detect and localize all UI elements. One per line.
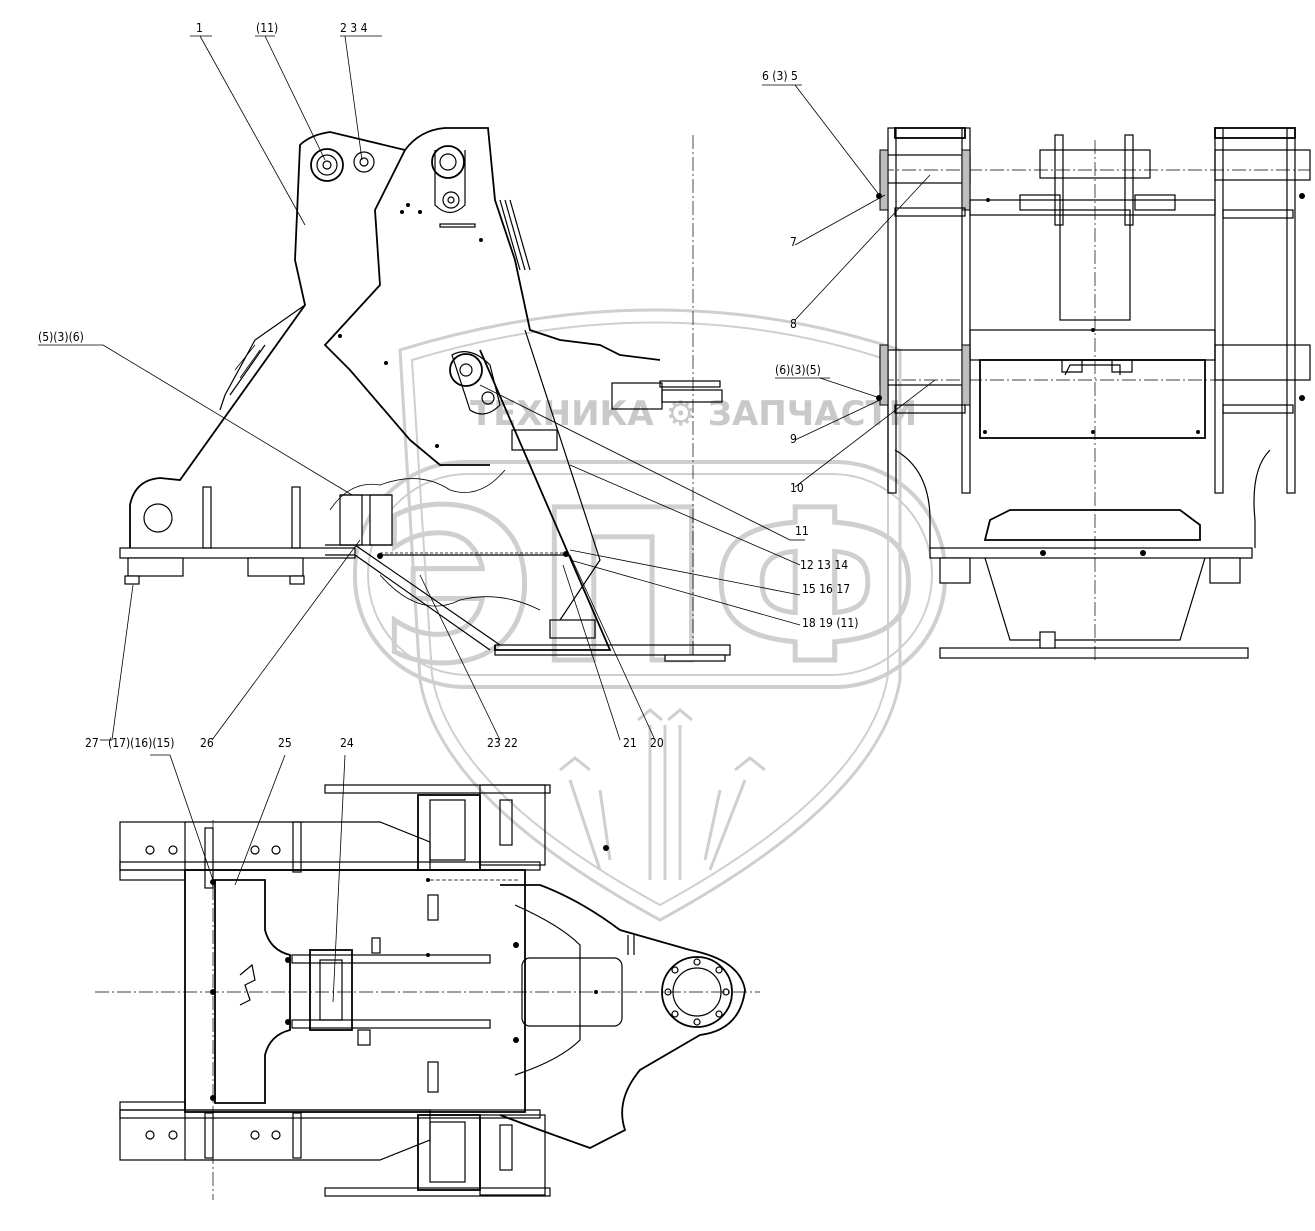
callout-9: 9 <box>790 432 797 446</box>
callout-6-3-5-top: 6 (3) 5 <box>762 69 798 83</box>
callout-24: 24 <box>340 736 354 750</box>
leader-lines <box>38 35 936 1003</box>
callout-20: 20 <box>650 736 664 750</box>
callout-27: 27 <box>85 736 99 750</box>
callout-10: 10 <box>790 481 804 495</box>
callout-15-16-17: 15 16 17 <box>802 582 850 596</box>
callout-2-3-4: 2 3 4 <box>340 21 368 35</box>
callout-labels: 1 (11) 2 3 4 6 (3) 5 (5)(3)(6) 7 8 (6)(3… <box>38 21 858 750</box>
plan-view-frame <box>119 784 746 1197</box>
watermark: ТЕХНИКА ⚙ ЗАПЧАСТИ ЭПФ <box>353 308 947 922</box>
watermark-logo-text: ЭПФ <box>381 465 919 710</box>
watermark-wheat-icon <box>559 708 766 880</box>
callout-7: 7 <box>790 235 797 249</box>
callout-6-3-5-mid: (6)(3)(5) <box>775 363 821 377</box>
callout-8: 8 <box>790 317 797 331</box>
callout-21: 21 <box>623 736 637 750</box>
callout-17-16-15: (17)(16)(15) <box>108 736 174 750</box>
callout-12-13-14: 12 13 14 <box>800 558 848 572</box>
callout-25: 25 <box>278 736 292 750</box>
side-view-frame <box>119 127 731 662</box>
callout-26: 26 <box>200 736 214 750</box>
callout-11-top: (11) <box>256 21 278 35</box>
watermark-brand-text: ТЕХНИКА ⚙ ЗАПЧАСТИ <box>470 394 917 434</box>
callout-23-22: 23 22 <box>487 736 518 750</box>
callout-11: 11 <box>795 524 809 538</box>
front-view-frame <box>876 127 1311 659</box>
callout-5-3-6-left: (5)(3)(6) <box>38 330 84 344</box>
callout-1: 1 <box>196 21 203 35</box>
callout-18-19-11: 18 19 (11) <box>802 616 858 630</box>
